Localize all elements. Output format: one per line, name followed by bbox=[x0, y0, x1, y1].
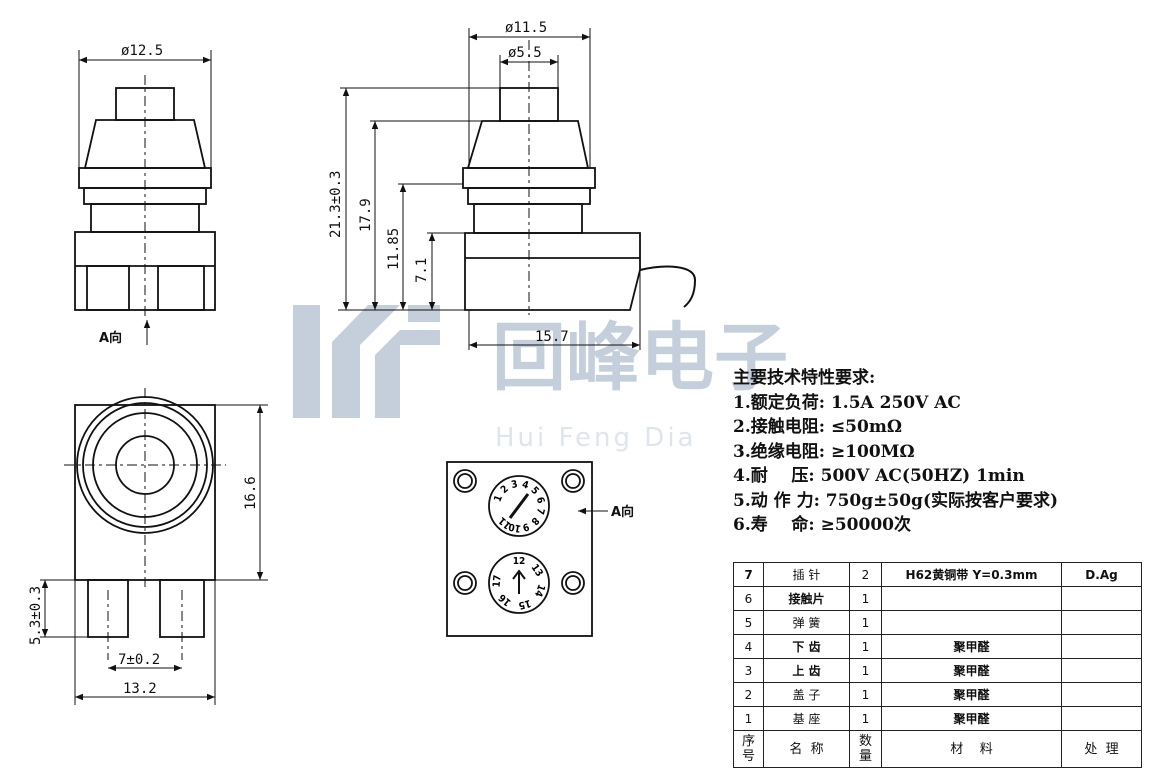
top-dims bbox=[40, 404, 268, 705]
dial-number: 4 bbox=[521, 479, 530, 491]
dial-number: 15 bbox=[517, 597, 532, 611]
label-a-direction-front: A向 bbox=[99, 330, 122, 346]
dial-number: 6 bbox=[534, 496, 546, 505]
bom-material: 聚甲醛 bbox=[881, 658, 1062, 683]
requirement-item-4: 4.耐 压: 500V AC(50HZ) 1min bbox=[733, 466, 1025, 486]
dial-number: 5 bbox=[528, 485, 540, 497]
dim-h5-3: 5.3±0.3 bbox=[28, 586, 44, 645]
bom-qty: 1 bbox=[849, 682, 882, 707]
bom-material: H62黄铜带 Y=0.3mm bbox=[881, 562, 1062, 587]
dim-w7: 7±0.2 bbox=[118, 652, 160, 668]
bom-qty: 1 bbox=[849, 586, 882, 611]
dim-h11-85: 11.85 bbox=[386, 228, 402, 270]
front-dims bbox=[78, 50, 212, 345]
bottom-view bbox=[446, 461, 593, 637]
dim-d5-5: ø5.5 bbox=[508, 45, 542, 61]
bom-treatment bbox=[1061, 682, 1142, 707]
dim-w13-2: 13.2 bbox=[123, 681, 157, 697]
bom-header-row: 序 号名 称数 量材 料处 理 bbox=[733, 730, 1142, 768]
bom-treatment bbox=[1061, 706, 1142, 731]
bom-no: 5 bbox=[733, 610, 764, 635]
bom-name: 盖 子 bbox=[763, 682, 850, 707]
requirement-item-1: 1.额定负荷: 1.5A 250V AC bbox=[733, 392, 961, 413]
bom-name: 上 齿 bbox=[763, 658, 850, 683]
dial-number: 1 bbox=[493, 494, 505, 504]
dial-number: 9 bbox=[521, 520, 530, 532]
requirements-title: 主要技术特性要求: bbox=[733, 368, 876, 388]
bom-no: 7 bbox=[733, 562, 764, 587]
bom-treatment bbox=[1061, 634, 1142, 659]
bom-no: 1 bbox=[733, 706, 764, 731]
bom-name: 弹 簧 bbox=[763, 610, 850, 635]
bom-name: 接触片 bbox=[763, 586, 850, 611]
bom-no: 2 bbox=[733, 682, 764, 707]
dim-d12-5: ø12.5 bbox=[121, 43, 163, 59]
label-a-direction-side: A向 bbox=[611, 504, 634, 520]
bom-qty: 1 bbox=[849, 658, 882, 683]
dim-w15-7: 15.7 bbox=[535, 329, 569, 345]
bom-no: 4 bbox=[733, 634, 764, 659]
bom-name: 插 针 bbox=[763, 562, 850, 587]
bom-material bbox=[881, 610, 1062, 635]
bom-header-treatment: 处 理 bbox=[1061, 730, 1142, 768]
bom-header-no: 序 号 bbox=[733, 730, 764, 768]
bom-qty: 2 bbox=[849, 562, 882, 587]
requirement-item-3: 3.绝缘电阻: ≥100MΩ bbox=[733, 441, 915, 462]
bom-header-material: 材 料 bbox=[881, 730, 1062, 768]
dim-h7-1: 7.1 bbox=[414, 258, 430, 283]
dial-number: 14 bbox=[532, 583, 547, 599]
dial-number: 2 bbox=[499, 484, 511, 496]
bom-material: 聚甲醛 bbox=[881, 706, 1062, 731]
requirement-item-5: 5.动 作 力: 750g±50g(实际按客户要求) bbox=[733, 490, 1059, 511]
dial-number: 12 bbox=[513, 556, 526, 567]
dial-number: 8 bbox=[529, 515, 541, 527]
side-view bbox=[462, 87, 697, 311]
watermark: 回峰电子 Hui Feng Dia bbox=[293, 305, 788, 453]
bom-no: 3 bbox=[733, 658, 764, 683]
bom-qty: 1 bbox=[849, 610, 882, 635]
bom-material: 聚甲醛 bbox=[881, 634, 1062, 659]
watermark-en: Hui Feng Dia bbox=[495, 423, 696, 453]
dim-h21-3: 21.3±0.3 bbox=[328, 171, 344, 238]
bom-treatment bbox=[1061, 586, 1142, 611]
side-dims bbox=[338, 28, 641, 350]
bom-no: 6 bbox=[733, 586, 764, 611]
technical-requirements: 主要技术特性要求: 1.额定负荷: 1.5A 250V AC 2.接触电阻: ≤… bbox=[733, 366, 1143, 538]
bom-header-qty: 数 量 bbox=[849, 730, 882, 768]
requirement-item-2: 2.接触电阻: ≤50mΩ bbox=[733, 417, 902, 437]
bom-treatment bbox=[1061, 610, 1142, 635]
bom-name: 下 齿 bbox=[763, 634, 850, 659]
bom-material: 聚甲醛 bbox=[881, 682, 1062, 707]
bom-qty: 1 bbox=[849, 706, 882, 731]
bom-header-name: 名 称 bbox=[763, 730, 850, 768]
dial-number: 17 bbox=[492, 574, 504, 587]
dim-d11-5: ø11.5 bbox=[505, 20, 547, 36]
bom-treatment: D.Ag bbox=[1061, 562, 1142, 587]
bom-name: 基 座 bbox=[763, 706, 850, 731]
watermark-logo bbox=[293, 305, 440, 418]
bom-material bbox=[881, 586, 1062, 611]
requirement-item-6: 6.寿 命: ≥50000次 bbox=[733, 515, 912, 535]
dial-number: 7 bbox=[534, 507, 546, 516]
dial-number: 10 bbox=[508, 521, 522, 534]
bom-qty: 1 bbox=[849, 634, 882, 659]
bom-treatment bbox=[1061, 658, 1142, 683]
dim-h17-9: 17.9 bbox=[358, 198, 374, 232]
dim-h16-6: 16.6 bbox=[243, 476, 259, 510]
dial-number: 3 bbox=[510, 479, 518, 491]
